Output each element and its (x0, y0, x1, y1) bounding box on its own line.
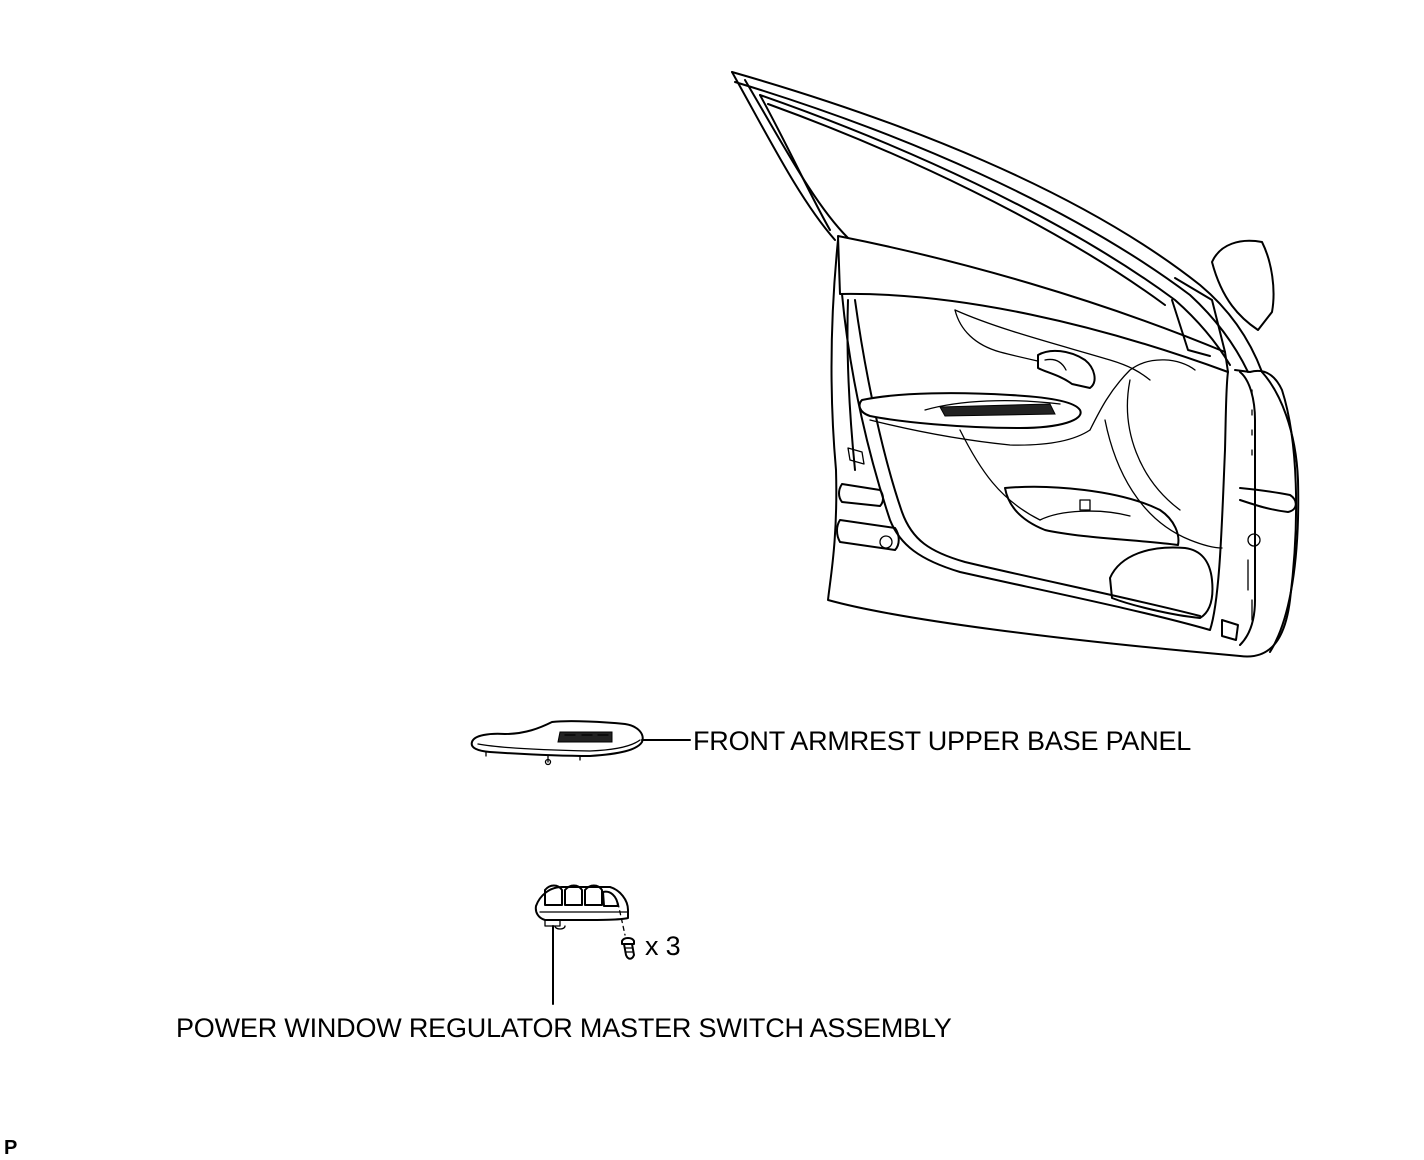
armrest-panel-label: FRONT ARMREST UPPER BASE PANEL (693, 726, 1192, 756)
master-switch-assembly-part (534, 884, 629, 930)
master-switch-label: POWER WINDOW REGULATOR MASTER SWITCH ASS… (176, 1013, 952, 1043)
armrest-upper-base-panel-part (470, 720, 644, 766)
front-door-assembly (731, 71, 1300, 658)
corner-code-label: P (4, 1137, 18, 1159)
screw-part (621, 937, 635, 960)
screw-quantity-label: x 3 (645, 931, 681, 961)
screw-install-path (617, 902, 626, 936)
